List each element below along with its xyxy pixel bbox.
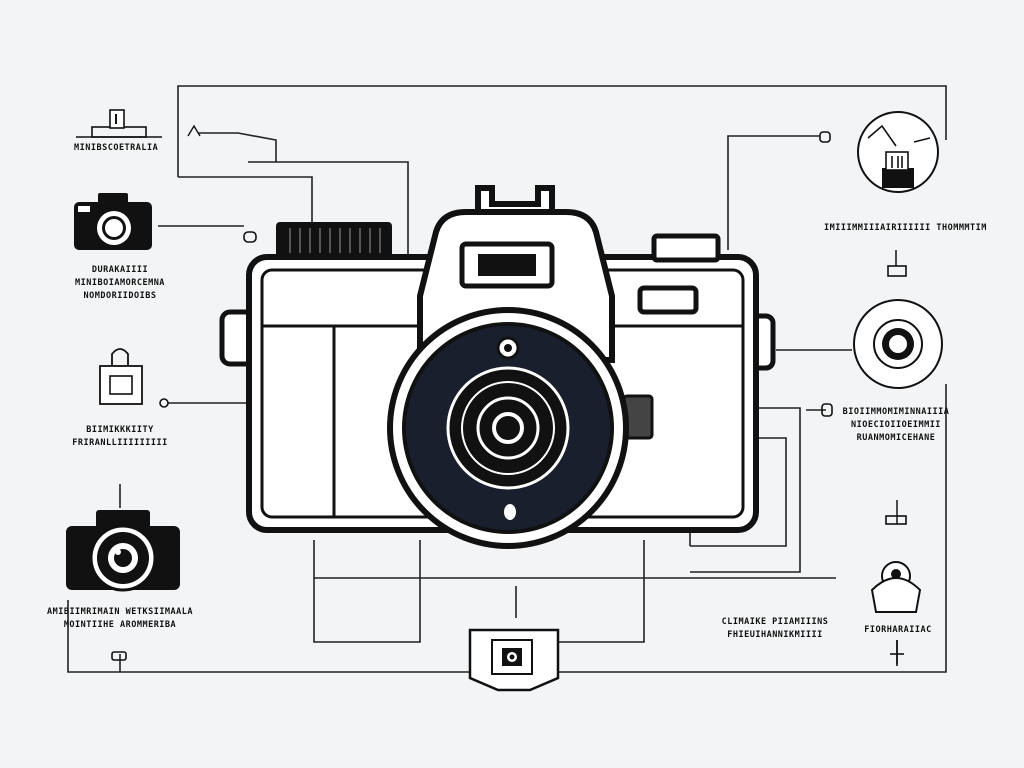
label-line: BIOIIMMOMIMINNAIIIA: [842, 407, 950, 417]
shutter-dial: [276, 222, 392, 258]
top-button: [651, 233, 721, 263]
label-line: MINIBOIAMORCEMNA: [75, 278, 165, 288]
label-line: RUANMOMICEHANE: [856, 433, 936, 443]
label-left-lock: BIIMIKKKIITY FRIRANLLIIIIIIIII: [40, 424, 200, 450]
label-bottom-mid: CLIMAIKE PIIAMIIINS FHIEUIHANNIKMIIII: [700, 616, 850, 642]
label-top-right: IMIIIMMIIIAIRIIIIII THOMMMTIM: [824, 222, 987, 235]
label-line: FIORHARAIIAC: [864, 625, 932, 635]
label-line: FHIEUIHANNIKMIIII: [727, 630, 823, 640]
label-line: FRIRANLLIIIIIIIII: [72, 438, 168, 448]
rangefinder-window: [637, 285, 699, 315]
mini-camera-icon: [74, 193, 257, 250]
label-right-mid: BIOIIMMOMIMINNAIIIA NIOECIOIIOEIMMII RUA…: [826, 406, 966, 445]
label-line: CLIMAIKE PIIAMIIINS: [721, 617, 829, 627]
viewfinder-window: [478, 254, 536, 276]
hot-shoe: [475, 185, 555, 214]
main-camera: [219, 185, 776, 549]
magnifier-icon: [819, 111, 939, 193]
label-top-left: MINIBSCOETRALIA: [74, 142, 158, 155]
label-bottom-left: AMIBIIMRIMAIN WETKSIIMAALA MOINTIIHE ARO…: [20, 606, 220, 632]
label-line: MINIBSCOETRALIA: [74, 143, 159, 153]
lens-icon: [821, 299, 943, 417]
label-line: DURAKAIIII: [91, 265, 149, 275]
label-line: AMIBIIMRIMAIN WETKSIIMAALA: [46, 607, 194, 617]
label-left-camera: DURAKAIIII MINIBOIAMORCEMNA NOMDORIIDOIB…: [40, 264, 200, 303]
padlock-icon: [99, 348, 169, 408]
label-line: IMIIIMMIIIAIRIIIIII THOMMMTIM: [824, 223, 987, 233]
dslr-camera-icon: [66, 510, 180, 661]
label-line: NOMDORIIDOIBS: [83, 291, 157, 301]
box-icon: [76, 109, 201, 138]
photo-badge-icon: [468, 628, 560, 692]
label-line: MOINTIIHE AROMMERIBA: [63, 620, 177, 630]
label-bottom-right: FIORHARAIIAC: [850, 624, 946, 637]
user-icon: [870, 561, 922, 666]
label-line: NIOECIOIIOEIMMII: [851, 420, 941, 430]
label-line: BIIMIKKKIITY: [86, 425, 154, 435]
plug-icon: [885, 265, 907, 525]
